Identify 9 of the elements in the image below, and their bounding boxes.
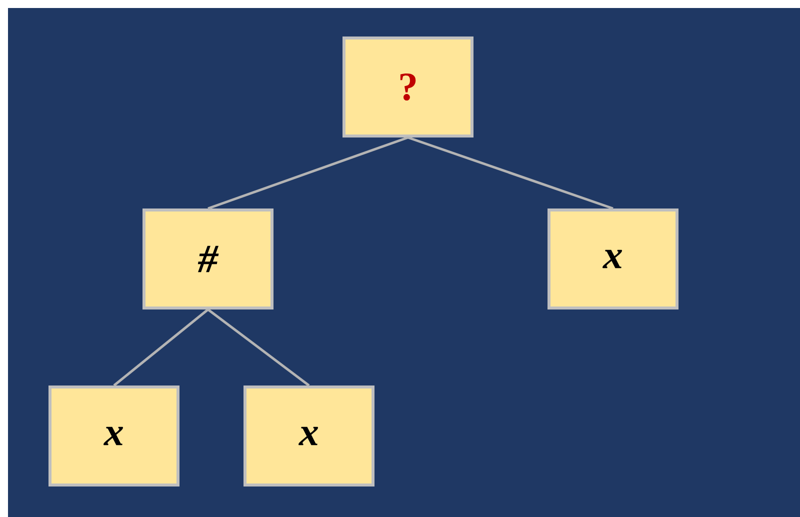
connector-line <box>113 308 209 386</box>
tree-node-box: ? <box>342 36 474 138</box>
tree-node-box: x <box>48 386 180 486</box>
tree-node-box: # <box>142 208 274 310</box>
connector-line <box>207 308 310 386</box>
connector-line <box>208 136 408 210</box>
tree-node-box: x <box>244 386 374 486</box>
tree-node-box: x <box>548 208 678 310</box>
connector-line <box>408 136 614 210</box>
